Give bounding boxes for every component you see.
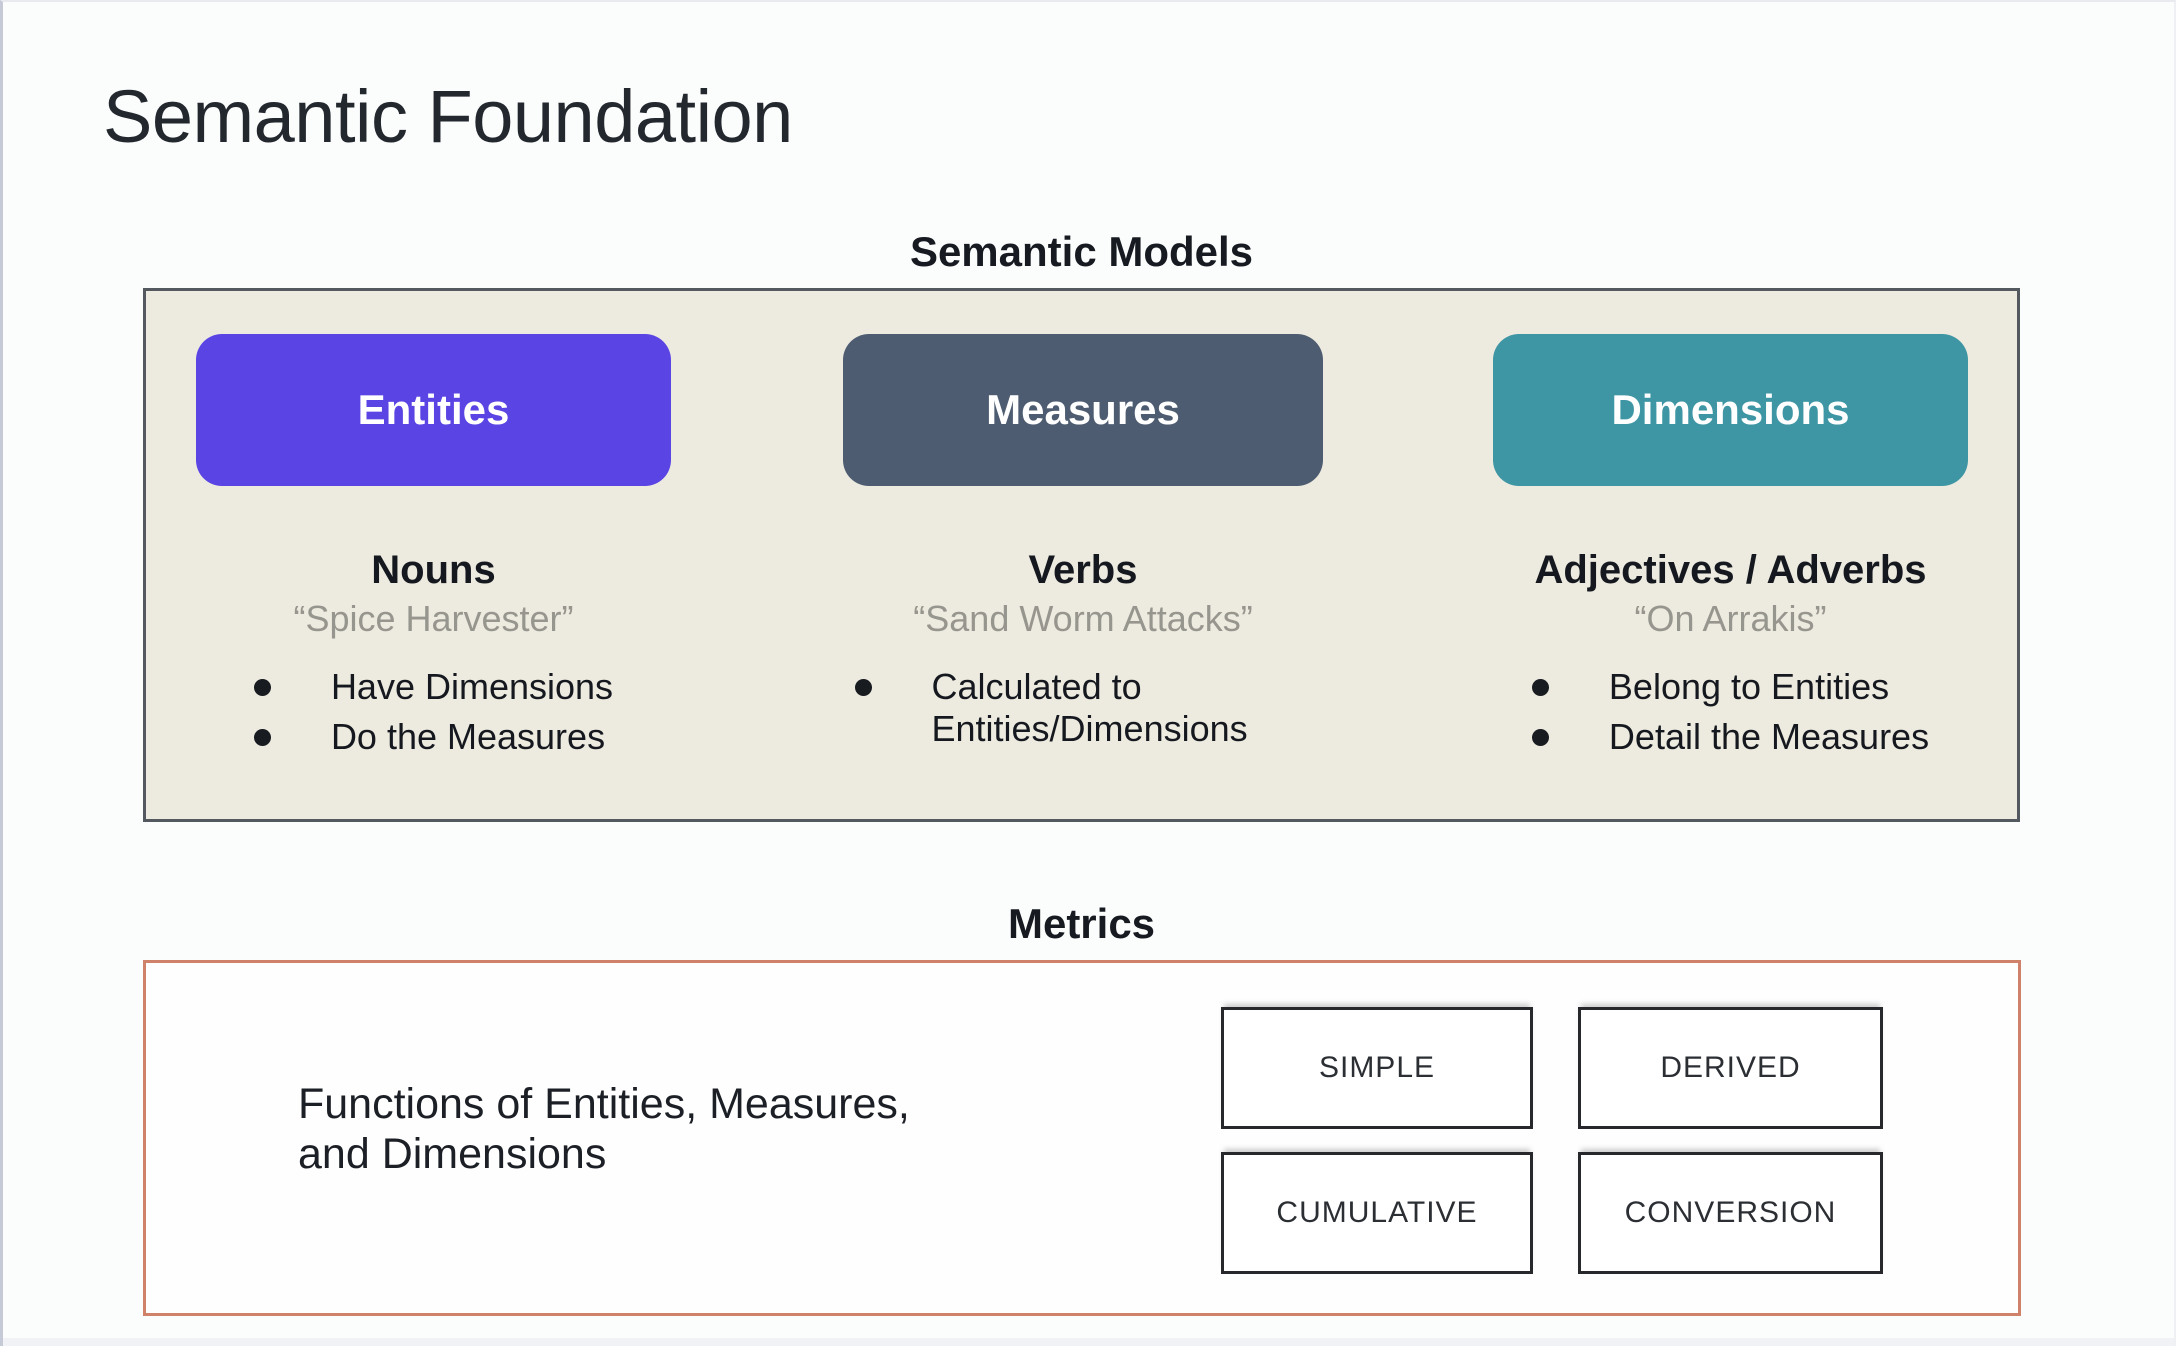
entities-shape: Entities (196, 334, 671, 486)
list-item: Do the Measures (253, 716, 613, 758)
measures-bullet-list: Calculated to Entities/Dimensions (854, 666, 1312, 759)
list-item: Have Dimensions (253, 666, 614, 708)
measures-shape: Measures (843, 334, 1323, 486)
bullet-text: Calculated to Entities/Dimensions (931, 666, 1248, 750)
metric-type-derived: DERIVED (1578, 1007, 1883, 1129)
list-item: Detail the Measures (1531, 716, 1930, 758)
metric-type-conversion: CONVERSION (1578, 1152, 1883, 1274)
semantic-models-heading: Semantic Models (909, 228, 1254, 275)
bullet-icon (1531, 729, 1549, 747)
entities-example-quote: “Spice Harvester” (293, 598, 574, 639)
dimensions-role-label: Adjectives / Adverbs (1534, 548, 1927, 592)
metric-type-simple: SIMPLE (1221, 1007, 1533, 1129)
dimensions-bullet-list: Belong to Entities Detail the Measures (1531, 666, 1930, 767)
entities-role-label: Nouns (371, 548, 496, 592)
measures-column: Verbs “Sand Worm Attacks” Calculated to … (843, 548, 1323, 759)
bullet-icon (253, 679, 271, 696)
measures-role-label: Verbs (1028, 548, 1138, 592)
metrics-description: Functions of Entities, Measures, and Dim… (298, 1080, 910, 1178)
dimensions-column: Adjectives / Adverbs “On Arrakis” Belong… (1493, 548, 1968, 767)
window-bottom-edge (3, 1338, 2174, 1346)
list-item: Belong to Entities (1531, 666, 1929, 708)
entities-bullet-list: Have Dimensions Do the Measures (253, 666, 614, 767)
bullet-text: Do the Measures (330, 716, 606, 758)
page-title: Semantic Foundation (103, 75, 793, 158)
dimensions-shape: Dimensions (1493, 334, 1968, 486)
bullet-icon (1531, 679, 1549, 696)
entities-column: Nouns “Spice Harvester” Have Dimensions … (196, 548, 671, 767)
measures-example-quote: “Sand Worm Attacks” (913, 598, 1253, 639)
dimensions-example-quote: “On Arrakis” (1634, 598, 1827, 639)
bullet-icon (854, 679, 872, 696)
bullet-text: Have Dimensions (330, 666, 614, 707)
bullet-text: Detail the Measures (1608, 716, 1930, 758)
bullet-text: Belong to Entities (1608, 666, 1890, 707)
metric-type-cumulative: CUMULATIVE (1221, 1152, 1533, 1274)
list-item: Calculated to Entities/Dimensions (854, 666, 1312, 751)
bullet-icon (253, 729, 271, 747)
metrics-heading: Metrics (1007, 900, 1156, 947)
